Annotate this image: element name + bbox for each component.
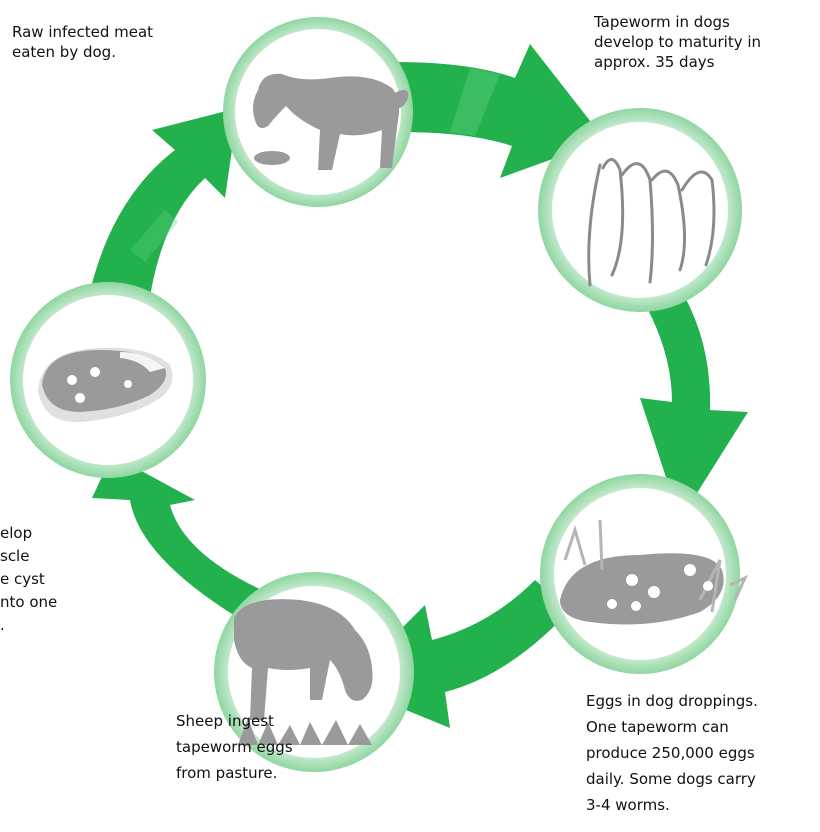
label-line: . <box>0 614 82 637</box>
label-line: Tapeworm in dogs <box>594 12 761 32</box>
label-line: nto one <box>0 591 82 614</box>
arrow-meat-to-dog <box>88 108 238 310</box>
stage-circle-dog <box>223 17 413 207</box>
label-line: approx. 35 days <box>594 52 761 72</box>
stage-circle-eggs <box>540 474 745 674</box>
label-meat-cyst: elop scle e cyst nto one . <box>0 522 82 637</box>
label-line: eaten by dog. <box>12 42 153 62</box>
label-sheep: Sheep ingest tapeworm eggs from pasture. <box>176 708 293 786</box>
label-line: from pasture. <box>176 760 293 786</box>
stage-circle-tapeworm <box>538 108 742 312</box>
label-line: scle <box>0 545 82 568</box>
label-line: produce 250,000 eggs <box>586 740 758 766</box>
label-tapeworm: Tapeworm in dogs develop to maturity in … <box>594 12 761 72</box>
label-line: elop <box>0 522 82 545</box>
label-line: Eggs in dog droppings. <box>586 688 758 714</box>
label-dog-eating: Raw infected meat eaten by dog. <box>12 22 153 62</box>
label-line: e cyst <box>0 568 82 591</box>
label-line: tapeworm eggs <box>176 734 293 760</box>
stage-circle-meat <box>10 282 206 478</box>
label-line: 3-4 worms. <box>586 792 758 818</box>
label-line: Sheep ingest <box>176 708 293 734</box>
label-line: Raw infected meat <box>12 22 153 42</box>
label-line: One tapeworm can <box>586 714 758 740</box>
label-eggs: Eggs in dog droppings. One tapeworm can … <box>586 688 758 818</box>
label-line: daily. Some dogs carry <box>586 766 758 792</box>
label-line: develop to maturity in <box>594 32 761 52</box>
